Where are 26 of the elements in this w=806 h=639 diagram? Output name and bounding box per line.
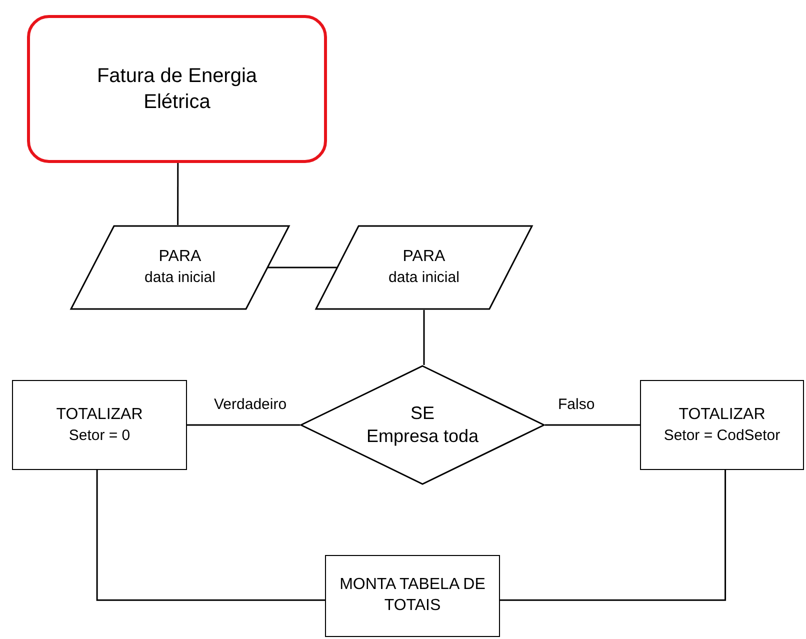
process-box — [12, 380, 187, 470]
node-text: Setor = 0 — [68, 426, 130, 446]
process-box — [640, 380, 804, 470]
process-box — [325, 555, 500, 637]
data-parallelogram — [70, 225, 290, 310]
connector-line — [96, 470, 325, 601]
node-text: Setor = CodSetor — [664, 426, 780, 446]
node-title: TOTALIZAR — [678, 404, 766, 425]
node-title: TOTALIZAR — [56, 404, 143, 425]
connector-line — [266, 266, 337, 268]
node-title: MONTA TABELA DE TOTAIS — [338, 575, 486, 616]
decision-diamond — [300, 365, 545, 485]
node-text: data inicial — [144, 268, 216, 288]
document-box — [27, 15, 327, 163]
node-title: SE — [410, 402, 434, 425]
node-text: data inicial — [388, 268, 460, 288]
node-text: Empresa toda — [366, 425, 479, 448]
node-title: PARA — [158, 247, 202, 268]
node-title: Fatura de Energia Elétrica — [96, 64, 258, 115]
connector-line — [545, 424, 640, 426]
connector-line — [187, 424, 300, 426]
connector-line — [177, 163, 179, 225]
data-parallelogram — [315, 225, 533, 310]
connector-line — [500, 470, 726, 601]
connector-line — [423, 310, 425, 365]
node-title: PARA — [402, 247, 446, 268]
